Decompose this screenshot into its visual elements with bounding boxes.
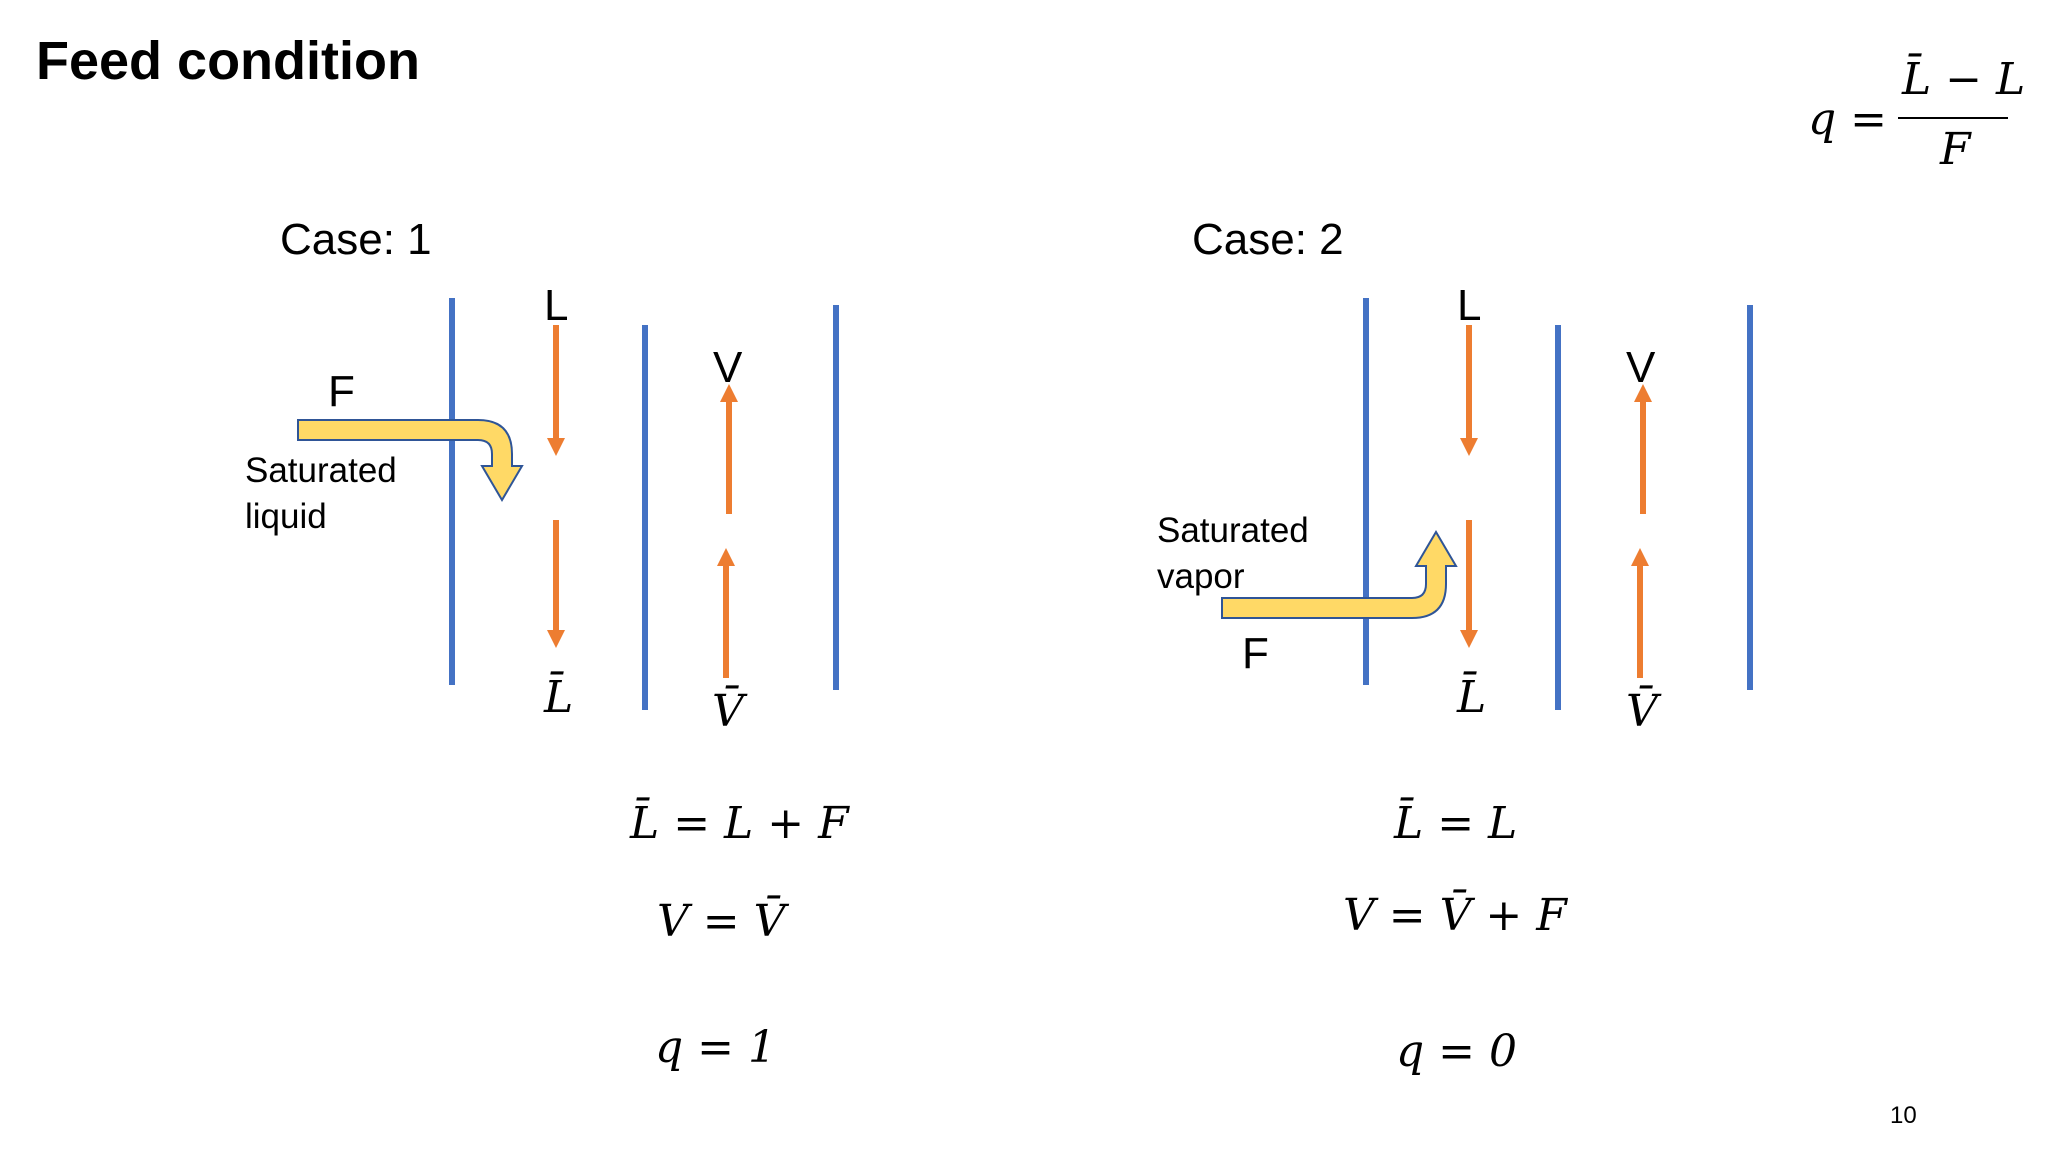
case1-feed-note: Saturated liquid [245,448,397,540]
case2-arrowhead-vapor-bottom [1631,548,1649,566]
case1-top-liquid-label: L [544,281,569,330]
case1-label: Case: 1 [280,215,432,264]
case2-feed-note-line2: vapor [1157,557,1245,596]
case1-arrowhead-liquid-bottom [547,630,565,648]
case1-feed-note-line1: Saturated [245,451,397,490]
case1-equation-liquid: L̄ = L + F [630,798,849,849]
case2-arrowhead-liquid-top [1460,438,1478,456]
case2-feed-note: Saturated vapor [1157,508,1309,600]
case2-top-vapor-label: V [1626,343,1656,392]
case1-arrowhead-vapor-bottom [717,548,735,566]
case2-feed-note-line1: Saturated [1157,511,1309,550]
q-formula-denominator: F [1940,124,1971,175]
case2-bottom-liquid-label: L̄ [1457,672,1487,723]
case1-top-vapor-label: V [713,343,743,392]
slide-page-number: 10 [1890,1102,1917,1129]
slide-title: Feed condition [36,31,420,91]
q-formula-lhs: q = [1808,94,1888,145]
case2-equation-liquid: L̄ = L [1394,798,1518,849]
case1-feed-note-line2: liquid [245,497,327,536]
case1-feed-arrow [297,419,524,502]
case2-feed-label: F [1242,629,1269,678]
case1-q-value: q = 1 [655,1022,776,1073]
case1-arrowhead-vapor-top [720,384,738,402]
case2-top-liquid-label: L [1457,281,1482,330]
case2-q-value: q = 0 [1396,1026,1517,1077]
case1-bottom-vapor-label: V̄ [712,686,744,737]
q-formula-fraction-bar [1898,117,2008,119]
case2-label: Case: 2 [1192,215,1344,264]
case2-feed-arrow [1221,530,1458,619]
case1-arrowhead-liquid-top [547,438,565,456]
case2-arrowhead-vapor-top [1634,384,1652,402]
case1-feed-label: F [328,367,355,416]
case1-equation-vapor: V = V̄ [657,896,786,947]
case2-bottom-vapor-label: V̄ [1626,686,1658,737]
case1-bottom-liquid-label: L̄ [544,672,574,723]
case2-equation-vapor: V = V̄ + F [1343,890,1567,941]
case2-arrowhead-liquid-bottom [1460,630,1478,648]
q-formula-numerator: L̄ − L [1902,54,2026,105]
